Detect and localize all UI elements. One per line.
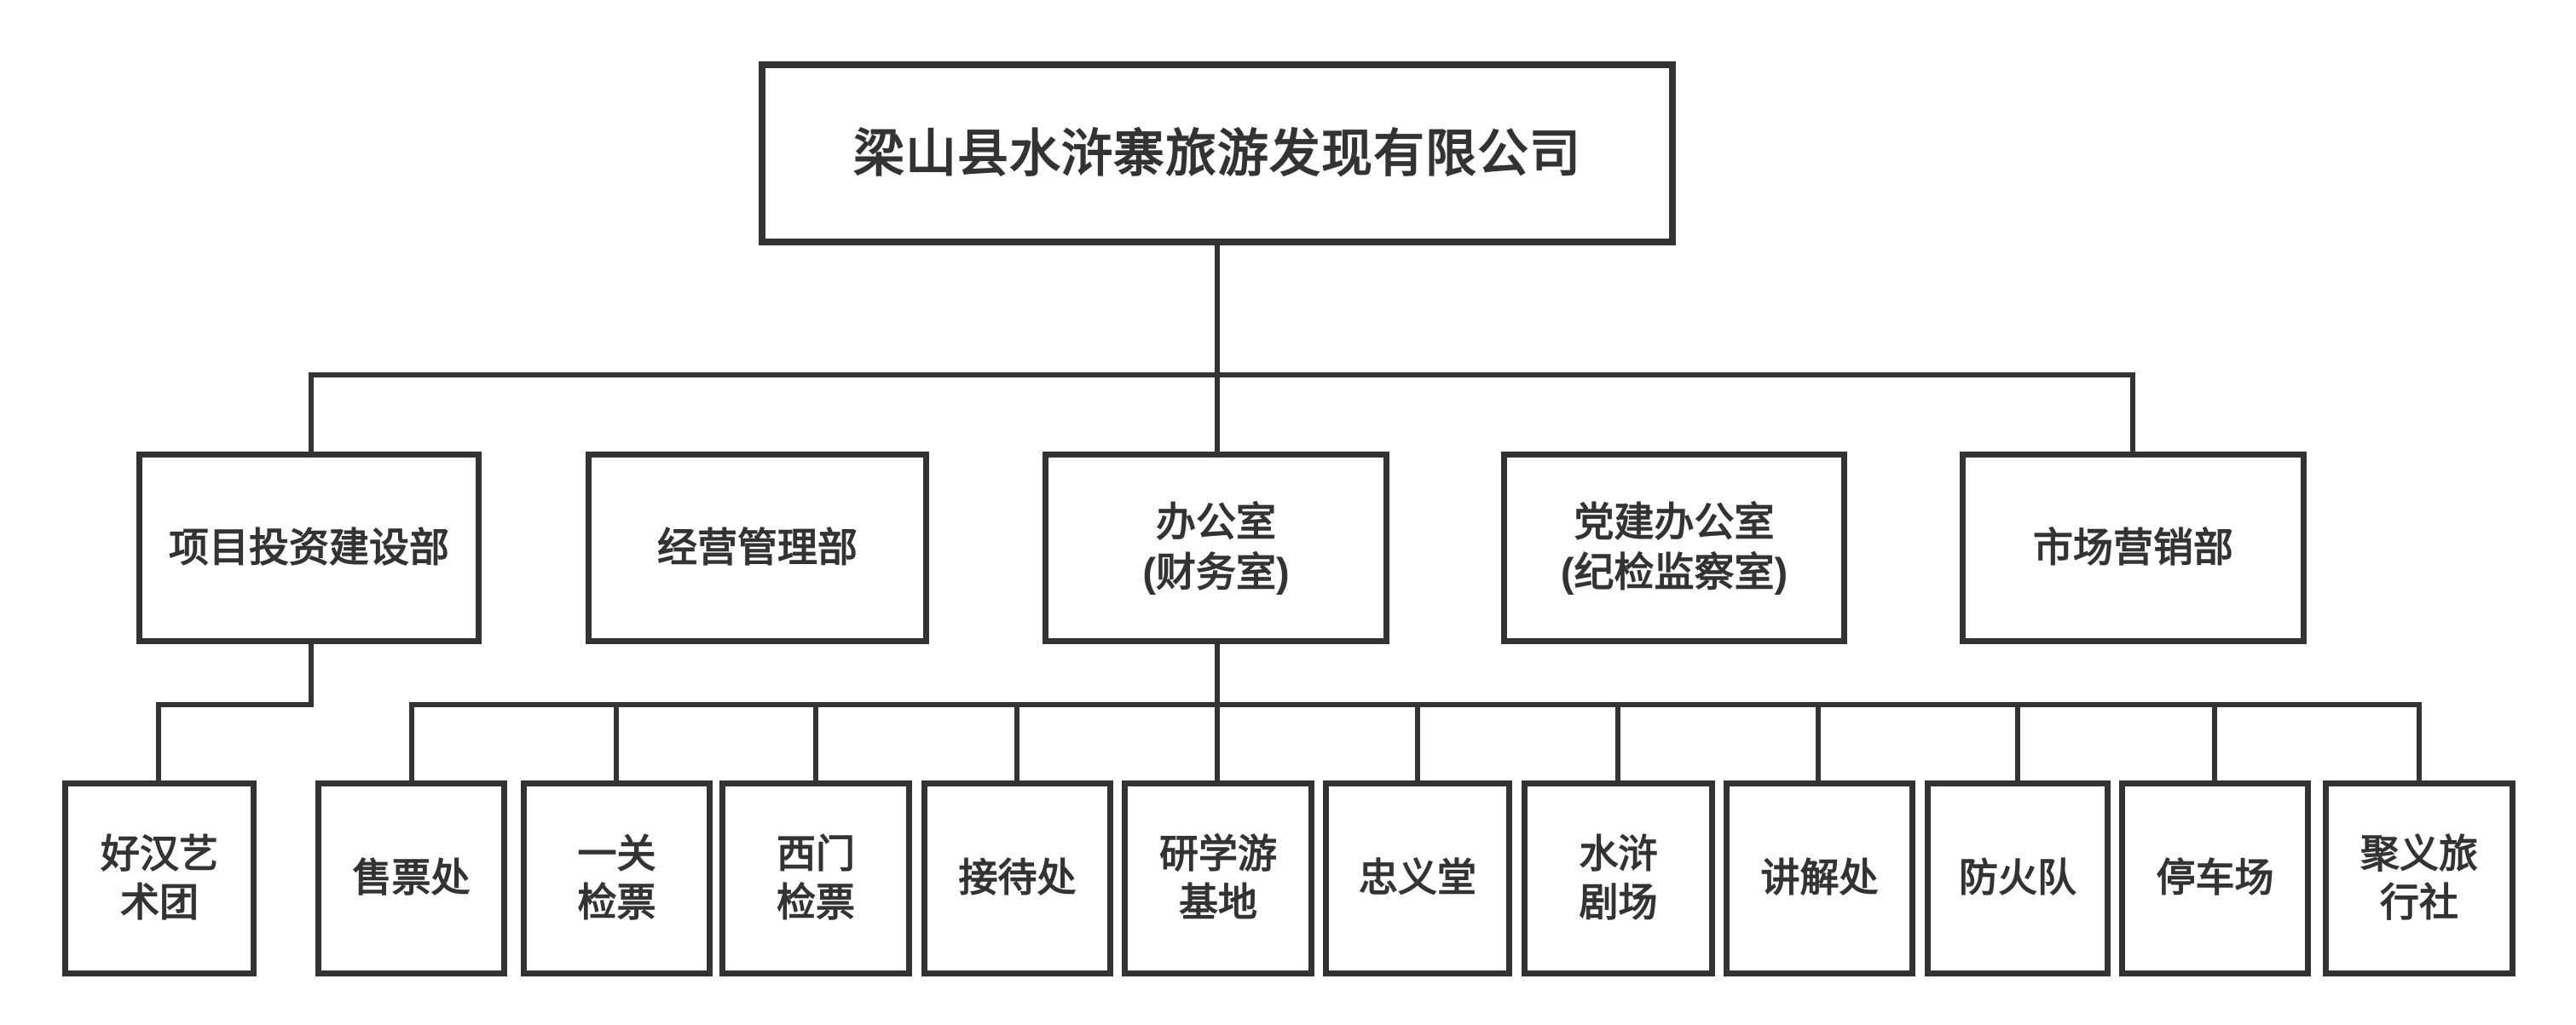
connector-drop-ticket-office (409, 702, 414, 786)
connector-drop-first-pass (614, 702, 619, 786)
org-node-label: 售票处 (352, 855, 471, 901)
connector-drop-zhongyi-hall (1415, 702, 1420, 786)
org-node-label: 经营管理部 (657, 524, 858, 570)
org-node-project-investment-dept: 项目投资建设部 (136, 452, 482, 644)
connector-drop-theater (1615, 702, 1620, 786)
connector-drop-reception (1014, 702, 1019, 786)
connector-project-dept-down (309, 639, 314, 707)
org-node-company-label: 梁山县水浒寨旅游发现有限公司 (853, 124, 1581, 182)
org-node-fire-brigade: 防火队 (1925, 780, 2111, 976)
org-node-label: 接待处 (958, 855, 1077, 901)
org-node-label: 党建办公室 (纪检监察室) (1560, 499, 1788, 595)
org-node-guide-office: 讲解处 (1724, 780, 1915, 976)
org-node-label: 讲解处 (1760, 855, 1879, 901)
org-node-shuihu-theater: 水浒 剧场 (1522, 780, 1715, 976)
connector-drop-fire-brigade (2015, 702, 2020, 786)
org-node-party-building-office: 党建办公室 (纪检监察室) (1501, 452, 1847, 644)
org-node-label: 忠义堂 (1359, 855, 1476, 901)
org-node-label: 西门 检票 (777, 831, 855, 925)
org-node-label: 聚义旅 行社 (2360, 831, 2478, 925)
org-node-label: 停车场 (2156, 855, 2274, 901)
org-node-label: 办公室 (财务室) (1142, 499, 1290, 595)
org-node-label: 防火队 (1959, 855, 2076, 901)
connector-drop-parking (2212, 702, 2217, 786)
org-node-west-gate-ticket-check: 西门 检票 (719, 780, 912, 976)
org-node-label: 好汉艺 术团 (101, 831, 218, 925)
connector-level2-bar (309, 372, 2135, 377)
org-node-marketing-dept: 市场营销部 (1960, 452, 2307, 644)
connector-drop-haohan (156, 702, 161, 786)
org-node-label: 市场营销部 (2033, 524, 2233, 570)
org-node-label: 项目投资建设部 (169, 524, 449, 570)
org-node-reception: 接待处 (921, 780, 1113, 976)
connector-drop-project-dept (309, 372, 314, 458)
org-node-parking-lot: 停车场 (2119, 780, 2311, 976)
org-node-label: 研学游 基地 (1159, 831, 1277, 925)
org-node-juyi-travel-agency: 聚义旅 行社 (2323, 780, 2515, 976)
connector-office-down (1215, 639, 1220, 786)
connector-drop-travel-agency (2417, 702, 2422, 786)
connector-drop-guide-office (1816, 702, 1821, 786)
org-node-operations-dept: 经营管理部 (586, 452, 929, 644)
org-node-zhongyi-hall: 忠义堂 (1323, 780, 1512, 976)
org-node-company: 梁山县水浒寨旅游发现有限公司 (759, 61, 1676, 245)
connector-drop-west-gate (813, 702, 818, 786)
org-node-label: 一关 检票 (577, 831, 656, 925)
org-node-office-finance: 办公室 (财务室) (1043, 452, 1389, 644)
org-node-label: 水浒 剧场 (1579, 831, 1658, 925)
connector-drop-marketing-dept (2130, 372, 2135, 458)
org-node-ticket-office: 售票处 (315, 780, 507, 976)
org-node-study-tour-base: 研学游 基地 (1122, 780, 1314, 976)
org-node-haohan-art-troupe: 好汉艺 术团 (62, 780, 257, 976)
org-node-first-pass-ticket-check: 一关 检票 (521, 780, 713, 976)
connector-project-dept-jog (156, 702, 314, 707)
connector-root-to-office (1215, 245, 1220, 457)
